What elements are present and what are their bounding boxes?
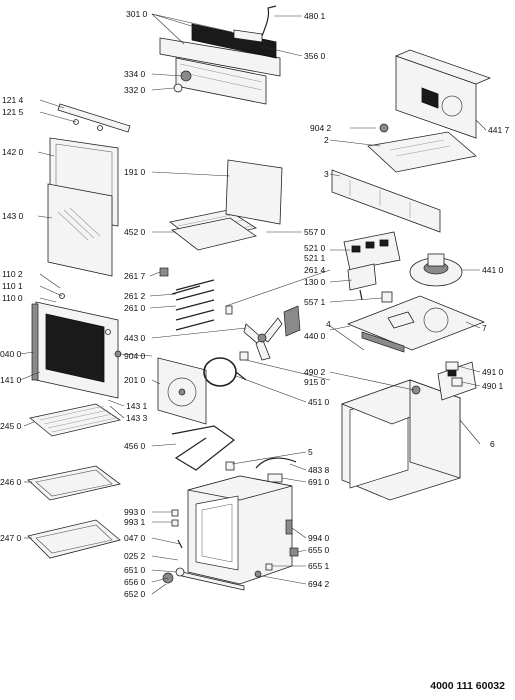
door-top-trim [57, 103, 131, 133]
callout-655-0: 655 0 [308, 545, 330, 555]
callout-904-2: 904 2 [310, 123, 332, 133]
callout-456-0: 456 0 [124, 441, 146, 451]
callout-245-0: 245 0 [0, 421, 22, 431]
callout-451-0: 451 0 [308, 397, 330, 407]
leader-lines [19, 13, 487, 595]
switch-557 [381, 291, 393, 303]
callout-915-0: 915 0 [304, 377, 326, 387]
document-number: 4000 111 60032 [430, 680, 505, 692]
callout-143-1: 143 1 [126, 401, 148, 411]
callout-480-1: 480 1 [304, 11, 326, 21]
callout-110-0: 110 0 [2, 293, 23, 303]
callout-261-7: 261 7 [124, 271, 146, 281]
inner-glass-143 [47, 183, 113, 277]
baking-tray-246 [27, 465, 121, 501]
callout-201-0: 201 0 [124, 375, 146, 385]
fan-motor-441 [409, 253, 463, 287]
callout-557-1: 557 1 [304, 297, 326, 307]
callout-440-0: 440 0 [304, 331, 326, 341]
callout-301-0: 301 0 [126, 9, 148, 19]
callout-121-4: 121 4 [2, 95, 24, 105]
callout-025-2: 025 2 [124, 551, 146, 561]
callout-332-0: 332 0 [124, 85, 146, 95]
cable-483 [255, 457, 297, 483]
bracket-3 [331, 169, 441, 233]
callout-143-0: 143 0 [2, 211, 24, 221]
electronic-board-521 [343, 231, 401, 271]
callout-143-3: 143 3 [126, 413, 148, 423]
callout-130-0: 130 0 [304, 277, 326, 287]
callout-141-0: 141 0 [0, 375, 22, 385]
callout-441-0: 441 0 [482, 265, 504, 275]
callout-2: 2 [324, 135, 329, 145]
oven-cavity [162, 475, 299, 591]
callout-356-0: 356 0 [304, 51, 326, 61]
callout-110-2: 110 2 [2, 269, 23, 279]
bracket-plate-2 [367, 123, 477, 173]
grill-element-456 [171, 425, 236, 471]
callout-7: 7 [482, 323, 487, 333]
callout-443-0: 443 0 [124, 333, 146, 343]
callout-994-0: 994 0 [308, 533, 330, 543]
callout-655-1: 655 1 [308, 561, 330, 571]
wire-shelf [29, 403, 121, 437]
rear-cover-440 [346, 295, 486, 353]
fan-blade [225, 305, 301, 361]
callout-5: 5 [308, 447, 313, 457]
callout-452-0: 452 0 [124, 227, 146, 237]
oven-rack-452 [169, 209, 258, 251]
thermostat-130 [347, 263, 377, 301]
shelf-guides [159, 267, 215, 331]
callout-651-0: 651 0 [124, 565, 146, 575]
callout-040-0: 040 0 [0, 349, 22, 359]
callout-191-0: 191 0 [124, 167, 146, 177]
callout-694-2: 694 2 [308, 579, 330, 589]
callout-441-7: 441 7 [488, 125, 510, 135]
callout-993-1: 993 1 [124, 517, 146, 527]
callout-3: 3 [324, 169, 329, 179]
callout-904-0: 904 0 [124, 351, 146, 361]
callout-483-8: 483 8 [308, 465, 330, 475]
callout-490-2: 490 2 [304, 367, 326, 377]
rear-panel-201 [157, 357, 207, 425]
callout-993-0: 993 0 [124, 507, 146, 517]
callout-261-0: 261 0 [124, 303, 146, 313]
callout-652-0: 652 0 [124, 589, 146, 599]
oven-housing-6 [340, 361, 477, 501]
callout-247-0: 247 0 [0, 533, 22, 543]
glass-panel-191 [225, 159, 283, 225]
callout-4: 4 [326, 319, 331, 329]
callout-6: 6 [490, 439, 495, 449]
callout-246-0: 246 0 [0, 477, 22, 487]
callout-490-1: 490 1 [482, 381, 504, 391]
callout-261-4: 261 4 [304, 265, 326, 275]
callout-557-0: 557 0 [304, 227, 326, 237]
callout-142-0: 142 0 [2, 147, 24, 157]
ring-element-451 [203, 351, 249, 387]
callout-521-1: 521 1 [304, 253, 326, 263]
callout-691-0: 691 0 [308, 477, 330, 487]
callout-656-0: 656 0 [124, 577, 146, 587]
callout-047-0: 047 0 [124, 533, 146, 543]
callout-261-2: 261 2 [124, 291, 146, 301]
callout-334-0: 334 0 [124, 69, 146, 79]
control-panel [159, 5, 281, 105]
callout-521-0: 521 0 [304, 243, 326, 253]
top-cover-441 [394, 49, 492, 139]
callout-110-1: 110 1 [2, 281, 23, 291]
callout-491-0: 491 0 [482, 367, 504, 377]
callout-121-5: 121 5 [2, 107, 24, 117]
outer-door [31, 293, 122, 399]
baking-tray-247 [27, 519, 121, 559]
